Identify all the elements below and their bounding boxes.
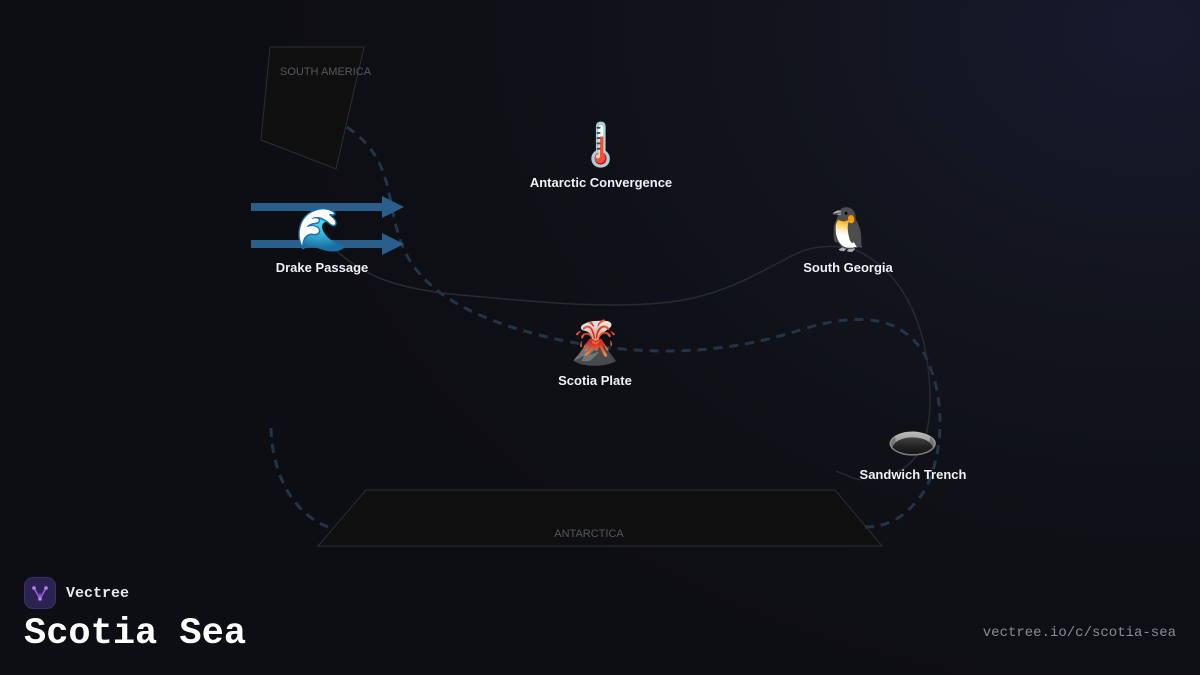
page-title: Scotia Sea xyxy=(24,613,247,655)
node-label: South Georgia xyxy=(803,260,893,275)
node-drake-passage[interactable]: 🌊 Drake Passage xyxy=(222,205,422,275)
node-label: Sandwich Trench xyxy=(859,467,967,482)
antarctica-landmass xyxy=(316,489,884,547)
current-arrow-lower xyxy=(251,233,404,255)
node-antarctic-convergence[interactable]: 🌡️ Antarctic Convergence xyxy=(501,120,701,190)
node-label: Antarctic Convergence xyxy=(529,175,673,190)
dashed-current-path xyxy=(346,125,942,529)
vectree-logo-icon xyxy=(24,577,56,609)
penguin-icon: 🐧 xyxy=(821,205,875,254)
hole-icon: 🕳️ xyxy=(886,412,940,461)
node-scotia-plate[interactable]: 🌋 Scotia Plate xyxy=(495,318,695,388)
thin-connector-path xyxy=(334,245,931,473)
antarctica-label: ANTARCTICA xyxy=(554,528,624,540)
node-label: Drake Passage xyxy=(275,260,369,275)
brand-name: Vectree xyxy=(66,584,130,602)
wave-icon: 🌊 xyxy=(295,205,349,254)
node-sandwich-trench[interactable]: 🕳️ Sandwich Trench xyxy=(813,412,1013,482)
south-america-label: SOUTH AMERICA xyxy=(280,66,372,78)
dashed-current-path-west xyxy=(269,427,329,529)
thin-connector-stub xyxy=(835,470,861,481)
brand[interactable]: Vectree xyxy=(24,577,129,609)
node-south-georgia[interactable]: 🐧 South Georgia xyxy=(748,205,948,275)
node-label: Scotia Plate xyxy=(558,373,632,388)
thermometer-icon: 🌡️ xyxy=(574,120,628,169)
page-url[interactable]: vectree.io/c/scotia-sea xyxy=(982,625,1176,641)
south-america-landmass xyxy=(260,46,365,170)
volcano-icon: 🌋 xyxy=(568,318,622,367)
current-arrow-upper xyxy=(251,196,404,218)
